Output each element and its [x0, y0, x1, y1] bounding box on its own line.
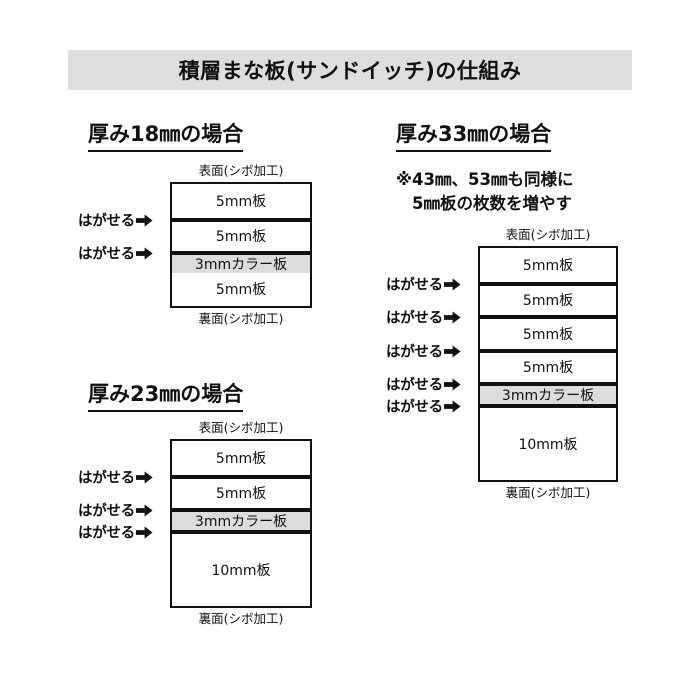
stack-box-33: 5mm板 5mm板 5mm板 5mm板 3mmカラー板 10mm板: [478, 245, 618, 482]
layer-label: 5mm板: [522, 326, 574, 343]
peelable-marker: はがせる: [386, 396, 461, 417]
section-note-line-1: ※43㎜、53㎜も同様に: [396, 170, 574, 189]
layer-label: 5mm板: [215, 450, 267, 467]
layer-label: 5mm板: [215, 282, 267, 299]
peelable-marker: はがせる: [386, 374, 461, 395]
bottom-face-label-23: 裏面(シボ加工): [198, 610, 284, 626]
layer-1: 5mm板: [172, 440, 310, 475]
peelable-marker: はがせる: [78, 210, 153, 231]
peelable-label: はがせる: [78, 503, 135, 520]
layer-label: 10mm板: [211, 562, 271, 579]
stack-diagram-18: 表面(シボ加工) 5mm板 5mm板 3mmカラー板 5mm板 裏面(シボ加工) はが…: [78, 163, 312, 328]
peelable-label: はがせる: [78, 525, 135, 542]
bottom-face-label-18: 裏面(シボ加工): [198, 310, 284, 326]
layer-3: 5mm板: [480, 314, 616, 349]
right-arrow-icon: [135, 503, 153, 517]
layer-label: 3mmカラー板: [194, 513, 288, 530]
peelable-label: はがせる: [386, 277, 443, 294]
section-heading-33: 厚み33㎜の場合: [396, 118, 552, 152]
layer-1: 5mm板: [480, 247, 616, 282]
bottom-face-label-33: 裏面(シボ加工): [505, 484, 591, 500]
stack-diagram-23: 表面(シボ加工) 5mm板 5mm板 3mmカラー板 10mm板 裏面(シボ加工) は…: [78, 420, 312, 628]
peelable-label: はがせる: [386, 310, 443, 327]
peelable-marker: はがせる: [386, 341, 461, 362]
top-face-label-33: 表面(シボ加工): [505, 227, 591, 242]
layer-4: 5mm板: [480, 348, 616, 382]
layer-label: 5mm板: [215, 486, 267, 503]
peelable-label: はがせる: [386, 399, 443, 416]
right-arrow-icon: [135, 246, 153, 260]
layer-2: 5mm板: [172, 474, 310, 508]
right-arrow-icon: [135, 213, 153, 227]
top-face-label-23: 表面(シボ加工): [198, 420, 284, 435]
right-arrow-icon: [135, 525, 153, 539]
page-title: 積層まな板(サンドイッチ)の仕組み: [178, 59, 522, 83]
layer-2: 5mm板: [480, 281, 616, 315]
peelable-label: はがせる: [386, 344, 443, 361]
peelable-marker: はがせる: [386, 307, 461, 328]
stack-box-23: 5mm板 5mm板 3mmカラー板 10mm板: [170, 438, 312, 608]
layer-label: 5mm板: [215, 193, 267, 210]
layer-label: 10mm板: [518, 436, 578, 453]
section-note-33: ※43㎜、53㎜も同様に 5㎜板の枚数を増やす: [396, 168, 573, 216]
section-heading-23: 厚み23㎜の場合: [88, 378, 244, 412]
section-note-line-2: 5㎜板の枚数を増やす: [412, 193, 572, 213]
layer-2: 5mm板: [172, 217, 310, 251]
peelable-marker: はがせる: [78, 500, 153, 521]
layer-label: 5mm板: [215, 229, 267, 246]
layer-3: 3mmカラー板: [172, 507, 310, 530]
peelable-marker: はがせる: [78, 467, 153, 488]
right-arrow-icon: [443, 310, 461, 324]
peelable-label: はがせる: [78, 213, 135, 230]
right-arrow-icon: [443, 344, 461, 358]
right-arrow-icon: [443, 277, 461, 291]
stack-diagram-33: 表面(シボ加工) 5mm板 5mm板 5mm板 5mm板 3mmカラー板 10mm板 裏面…: [386, 227, 618, 502]
section-heading-18: 厚み18㎜の場合: [88, 118, 244, 152]
peelable-marker: はがせる: [78, 243, 153, 264]
layer-6: 10mm板: [480, 403, 616, 480]
peelable-label: はがせる: [386, 377, 443, 394]
right-arrow-icon: [135, 470, 153, 484]
layer-label: 3mmカラー板: [194, 256, 288, 273]
layer-label: 5mm板: [522, 360, 574, 377]
top-face-label-18: 表面(シボ加工): [198, 163, 284, 178]
peelable-marker: はがせる: [78, 522, 153, 543]
right-arrow-icon: [443, 377, 461, 391]
layer-label: 5mm板: [522, 293, 574, 310]
layer-5: 3mmカラー板: [480, 381, 616, 404]
layer-label: 3mmカラー板: [501, 387, 595, 404]
page-title-banner: 積層まな板(サンドイッチ)の仕組み: [68, 50, 632, 90]
stack-box-18: 5mm板 5mm板 3mmカラー板 5mm板: [170, 181, 312, 308]
layer-4: 5mm板: [172, 272, 310, 306]
peelable-label: はがせる: [78, 470, 135, 487]
right-arrow-icon: [443, 399, 461, 413]
peelable-label: はがせる: [78, 246, 135, 263]
layer-3: 3mmカラー板: [172, 250, 310, 273]
layer-4: 10mm板: [172, 529, 310, 606]
layer-1: 5mm板: [172, 183, 310, 218]
peelable-marker: はがせる: [386, 274, 461, 295]
layer-label: 5mm板: [522, 257, 574, 274]
